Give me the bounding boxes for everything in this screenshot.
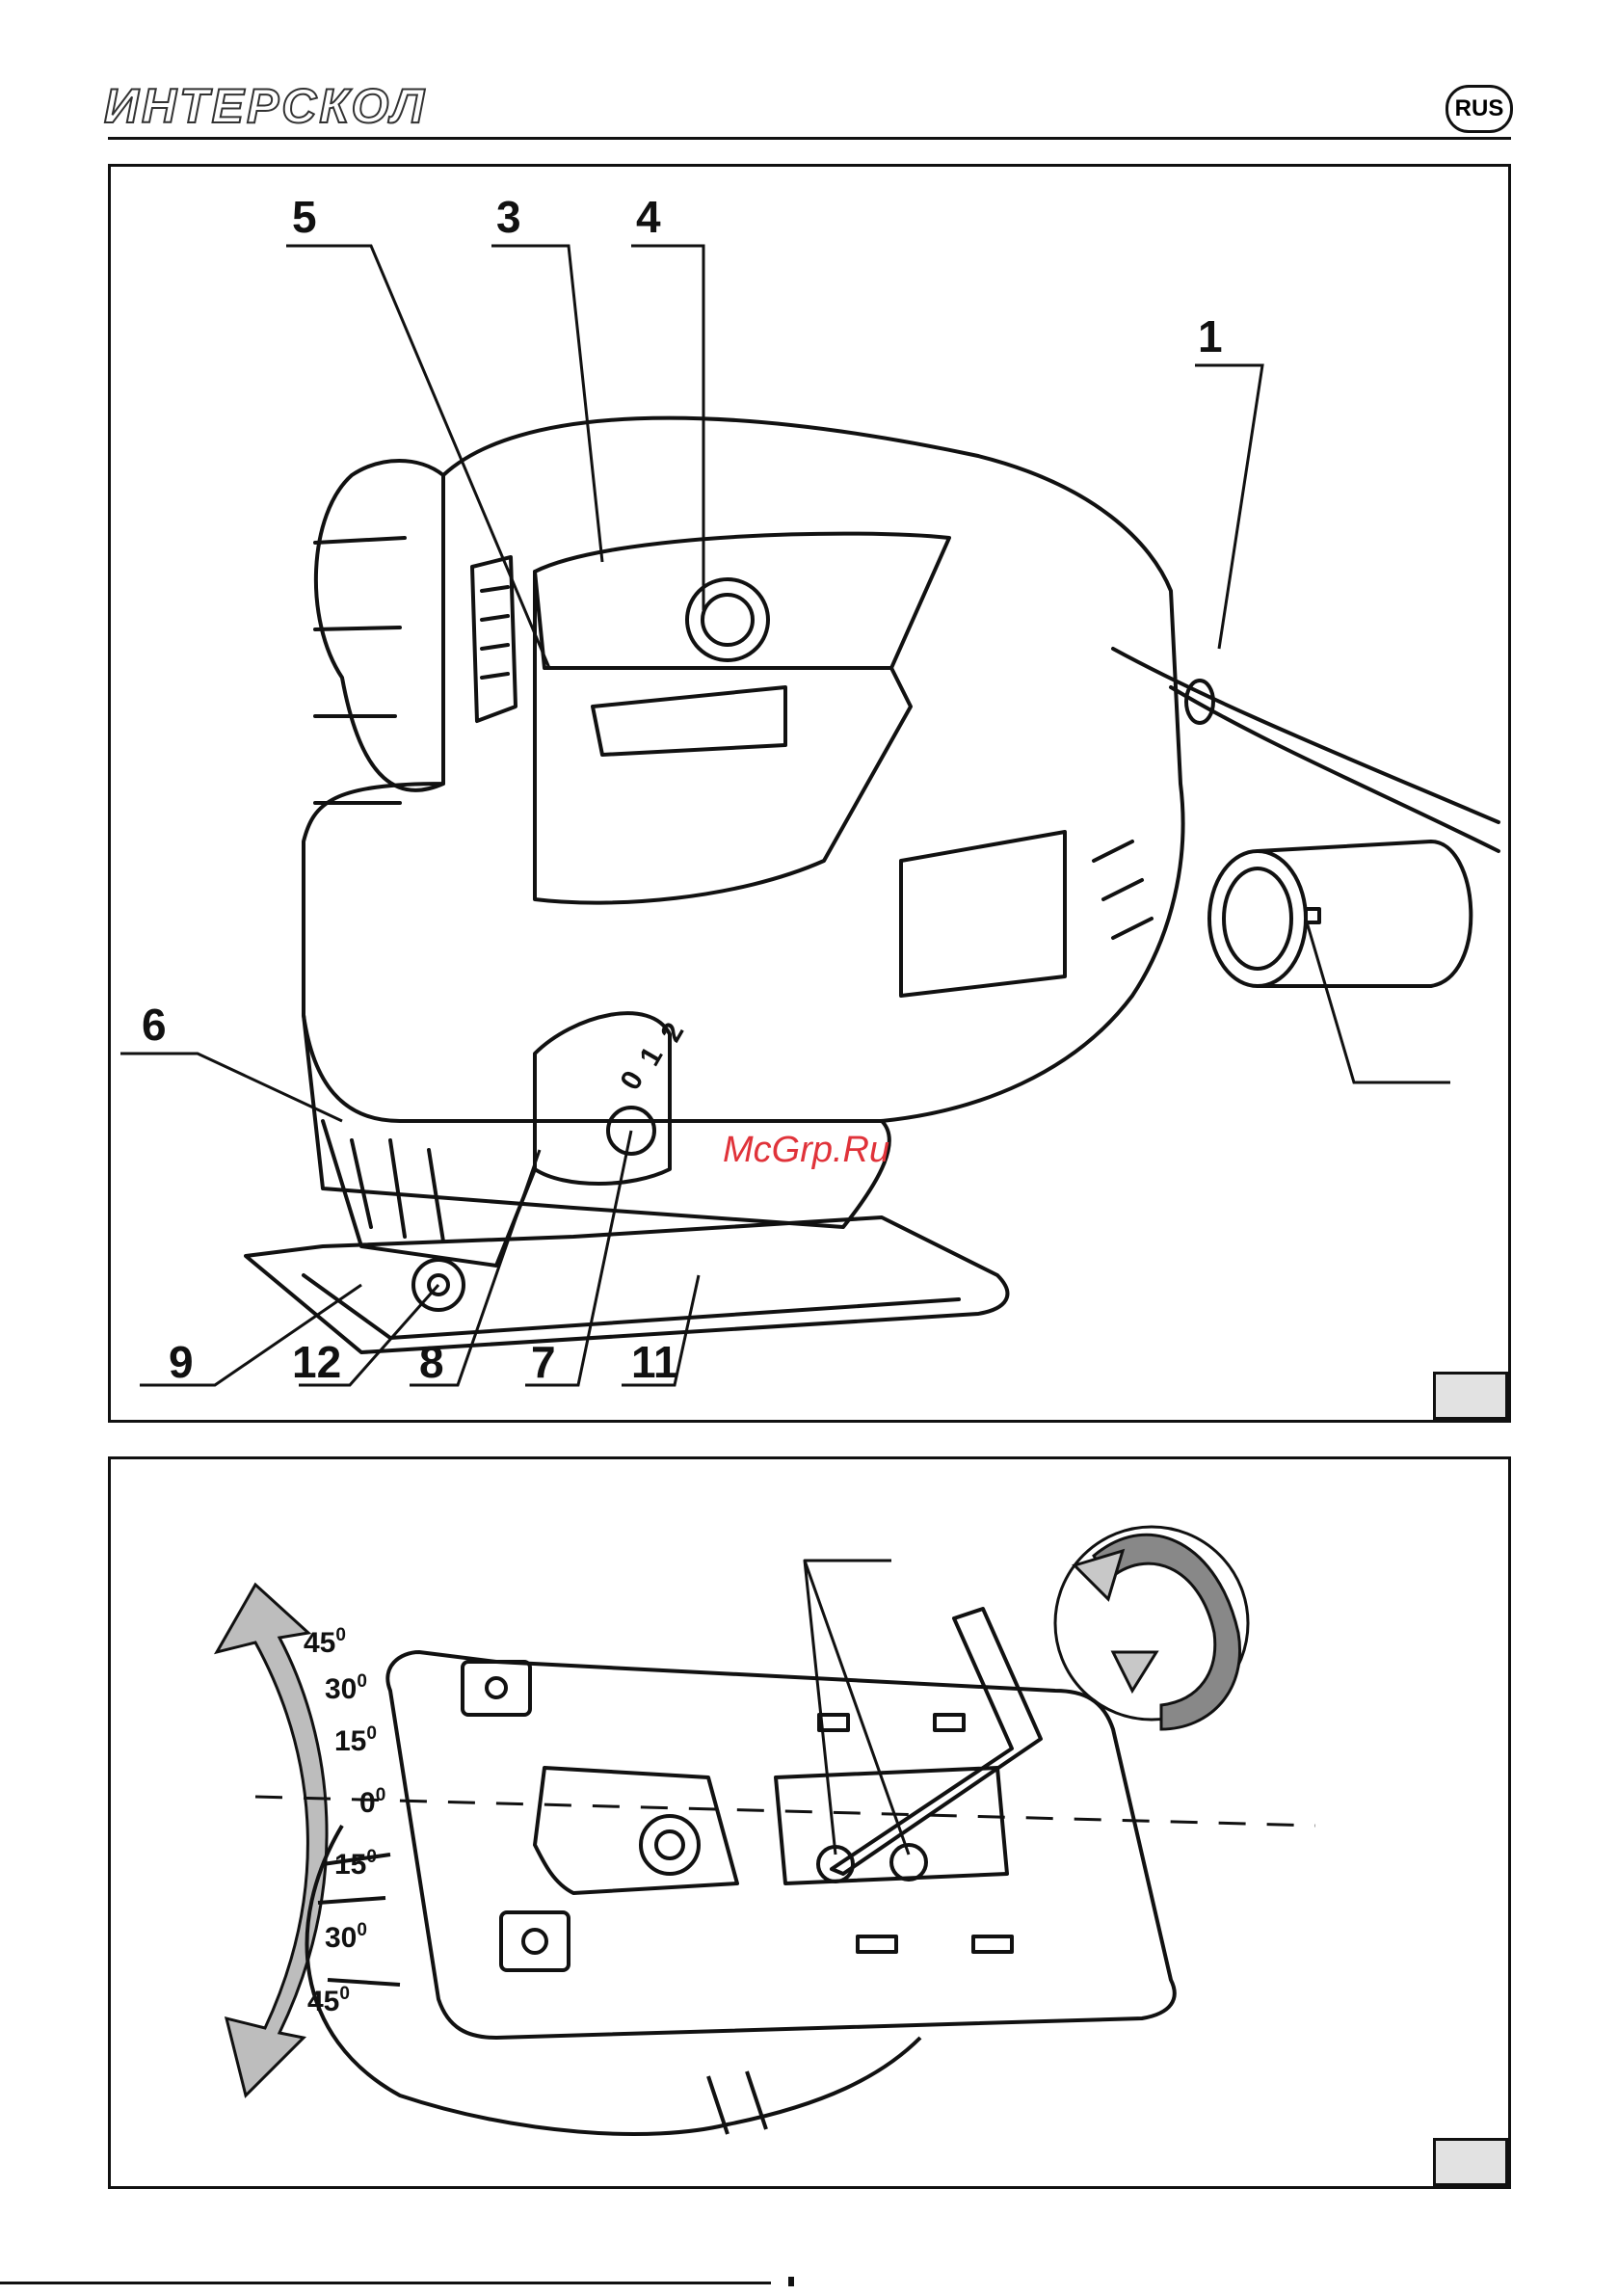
angle-label-30-top: 300	[325, 1671, 367, 1705]
callout-8: 8	[419, 1337, 444, 1387]
rear-cap	[316, 461, 443, 790]
language-badge: RUS	[1446, 85, 1513, 133]
base-angle-illustration: 450 300 150 00 150 300 450	[111, 1459, 1514, 2192]
angle-label-45-top: 450	[304, 1625, 346, 1659]
figure-number-box	[1433, 2138, 1508, 2186]
figure-base-angle: 450 300 150 00 150 300 450	[108, 1456, 1511, 2189]
figure-number-box	[1433, 1372, 1508, 1420]
watermark: McGrp.Ru	[723, 1130, 889, 1170]
callout-6: 6	[142, 1000, 167, 1050]
brand-logo: ИНТЕРСКОЛ	[104, 77, 427, 135]
angle-label-15-bottom: 150	[334, 1847, 377, 1881]
callout-7: 7	[531, 1337, 556, 1387]
dial-mark-2: 2	[654, 1018, 690, 1048]
callout-4: 4	[636, 192, 661, 242]
header-divider	[108, 137, 1511, 140]
callout-3: 3	[496, 192, 521, 242]
dial-mark-1: 1	[633, 1042, 669, 1072]
callout-12: 12	[292, 1337, 341, 1387]
tool-body	[304, 418, 1183, 1121]
page-header: ИНТЕРСКОЛ RUS	[0, 0, 1618, 154]
center-line	[255, 1797, 1315, 1826]
angle-label-45-bottom: 450	[307, 1984, 350, 2017]
angle-label-30-bottom: 300	[325, 1920, 367, 1954]
callout-leaders	[120, 246, 1450, 1385]
figure-jigsaw-overview: 5 3 4 1 6 9 12 8 7 11 0 1 2 McGrp.Ru	[108, 164, 1511, 1423]
callout-9: 9	[169, 1337, 194, 1387]
angle-arrow	[217, 1585, 327, 2096]
hex-key	[832, 1609, 1041, 1874]
callout-1: 1	[1198, 311, 1223, 361]
rotation-arrow	[1055, 1527, 1248, 1729]
footer-divider	[0, 2282, 771, 2284]
callout-11: 11	[631, 1337, 678, 1387]
dial-mark-0: 0	[614, 1066, 650, 1096]
callout-5: 5	[292, 192, 317, 242]
jigsaw-illustration: 5 3 4 1 6 9 12 8 7 11 0 1 2 McGrp.Ru	[111, 167, 1514, 1426]
tool-body-lower	[307, 1826, 920, 2134]
angle-label-0: 00	[359, 1785, 385, 1819]
footer-mark	[788, 2277, 794, 2286]
angle-label-15-top: 150	[334, 1723, 377, 1757]
